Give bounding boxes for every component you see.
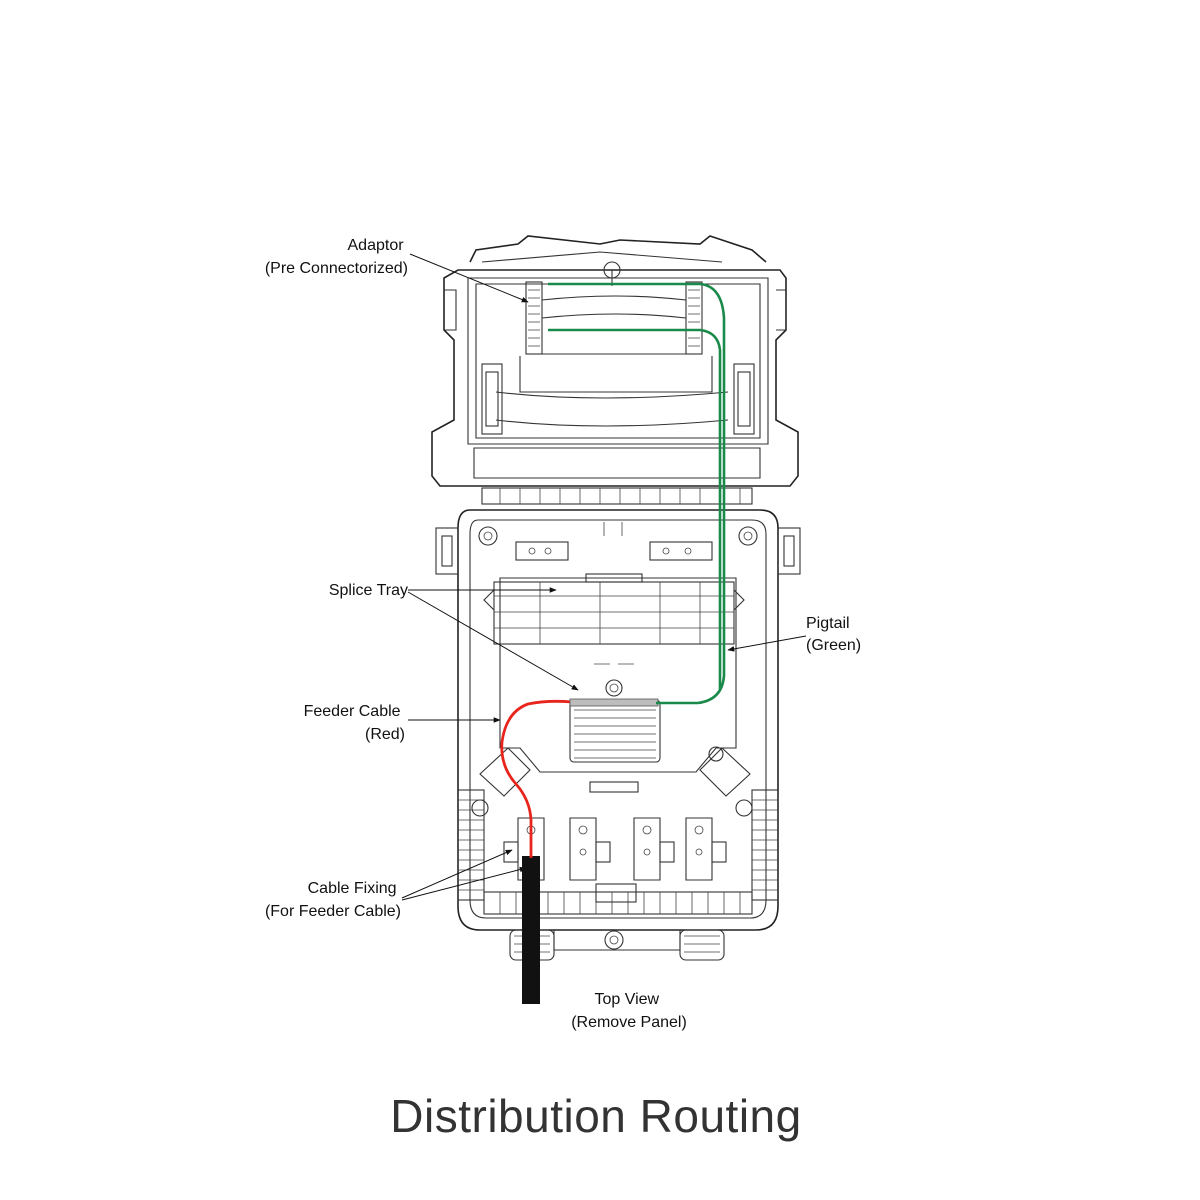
adaptor-leader <box>409 253 529 303</box>
diagram-title: Distribution Routing <box>390 1090 801 1142</box>
cable-fixing-leader-1 <box>401 849 513 899</box>
label-pigtail: Pigtail (Green) <box>806 615 861 654</box>
splice-tray <box>483 573 745 645</box>
cable-fixing-leader-2 <box>401 866 527 901</box>
hinge-strip <box>481 487 753 505</box>
label-feeder-cable: Feeder Cable (Red) <box>304 703 405 743</box>
splice-tray-leader-2 <box>407 591 579 691</box>
pigtail-green-1 <box>548 282 726 705</box>
label-view: Top View (Remove Panel) <box>571 991 687 1031</box>
feeder-cable-red <box>500 699 573 858</box>
splice-holder <box>569 663 724 793</box>
pigtail-green-2 <box>548 328 722 690</box>
cable-fixing-brackets <box>503 817 727 881</box>
enclosure-base <box>435 509 801 961</box>
enclosure-lid <box>431 235 799 487</box>
label-adaptor: Adaptor (Pre Connectorized) <box>265 237 408 277</box>
pigtail-leader <box>727 635 807 652</box>
label-splice-tray: Splice Tray <box>329 582 408 599</box>
label-cable-fixing: Cable Fixing (For Feeder Cable) <box>265 880 401 920</box>
splice-sleeve <box>569 698 659 707</box>
feeder-cable-jacket <box>522 856 540 1004</box>
